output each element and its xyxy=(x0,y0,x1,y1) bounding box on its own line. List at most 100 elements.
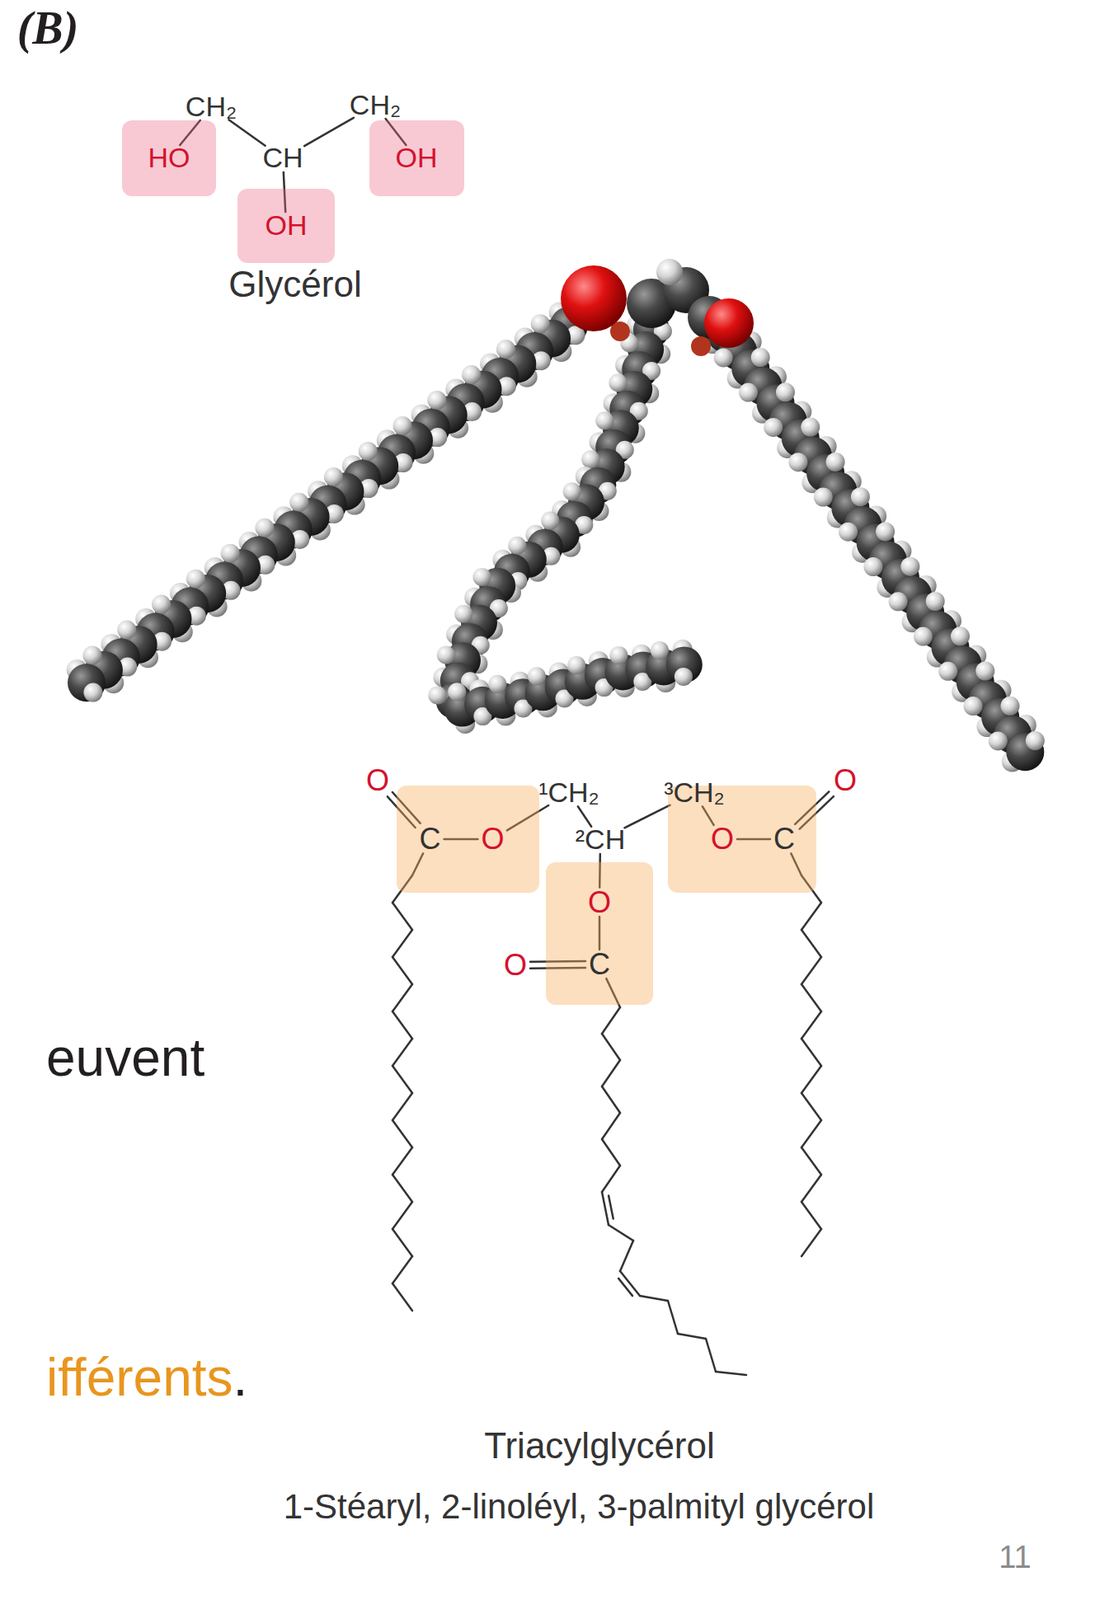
hydrogen-atom xyxy=(358,441,378,461)
bond-line xyxy=(392,1229,413,1257)
bond-line xyxy=(392,1066,413,1094)
atom-symbol: O xyxy=(587,885,612,920)
hydrogen-atom xyxy=(775,382,795,402)
bond-line xyxy=(801,1147,822,1176)
atom-symbol: C xyxy=(419,822,442,856)
bond-line xyxy=(578,806,592,828)
hydrogen-atom xyxy=(751,347,771,367)
bond-line xyxy=(304,117,354,146)
molecule-caption: 1-Stéaryl, 2-linoléyl, 3-palmityl glycér… xyxy=(283,1487,875,1528)
atom-symbol: O xyxy=(710,822,734,856)
bond-line xyxy=(801,1175,822,1203)
bond-line xyxy=(801,1066,822,1094)
punctuation: . xyxy=(233,1348,249,1410)
hydrogen-atom xyxy=(656,258,683,286)
double-bond-line xyxy=(618,1278,633,1297)
bond-line xyxy=(392,1202,413,1230)
atom-symbol: HO xyxy=(148,141,191,174)
oxygen-atom xyxy=(560,265,627,332)
hydrogen-atom xyxy=(563,482,582,501)
hydrogen-atom xyxy=(975,662,995,682)
hydrogen-atom xyxy=(938,662,958,682)
slide-text: euvent xyxy=(46,1028,205,1090)
hydrogen-atom xyxy=(826,452,846,472)
hydrogen-atom xyxy=(581,450,600,469)
hydrogen-atom xyxy=(850,487,870,507)
bond-line xyxy=(601,1192,609,1226)
bond-line xyxy=(601,1086,621,1114)
bond-line xyxy=(392,1120,413,1148)
panel-letter: (B) xyxy=(17,1,80,55)
hydrogen-atom xyxy=(650,641,669,660)
atom-group: CH xyxy=(262,141,303,174)
bond-line xyxy=(801,902,822,931)
molecule-name: Triacylglycérol xyxy=(484,1425,715,1468)
atom-symbol: O xyxy=(366,763,390,798)
hydrogen-atom xyxy=(674,667,693,687)
hydroxyl-box: OH xyxy=(369,120,465,197)
hydrogen-atom xyxy=(447,682,466,701)
hydrogen-atom xyxy=(609,646,628,665)
atom-group: CH₂ xyxy=(185,90,237,123)
hydrogen-atom xyxy=(186,569,206,589)
atom-symbol: C xyxy=(588,947,611,982)
hydrogen-atom xyxy=(608,373,627,392)
hydrogen-atom xyxy=(838,522,858,542)
bond-line xyxy=(392,1038,413,1067)
bond-line xyxy=(677,1334,706,1340)
bond-line xyxy=(639,1296,668,1302)
hydrogen-atom xyxy=(1001,696,1021,716)
oxygen-patch xyxy=(691,336,711,357)
hydrogen-atom xyxy=(763,418,783,438)
bond-line xyxy=(801,1229,822,1257)
bond-line xyxy=(801,1093,822,1121)
hydroxyl-box: OH xyxy=(237,188,335,264)
hydrogen-atom xyxy=(427,686,447,705)
atom-symbol: OH xyxy=(265,209,308,242)
bond-line xyxy=(801,1202,822,1230)
molecule-name: Glycérol xyxy=(228,263,362,306)
hydrogen-atom xyxy=(900,557,920,577)
bond-line xyxy=(620,1241,634,1272)
oxygen-atom xyxy=(704,298,754,348)
hydrogen-atom xyxy=(289,493,309,513)
hydrogen-atom xyxy=(963,696,983,716)
bond-line xyxy=(601,1139,621,1166)
bond-line xyxy=(608,1225,634,1242)
hydrogen-atom xyxy=(738,383,758,403)
bond-line xyxy=(392,902,413,931)
bond-line xyxy=(392,1011,413,1039)
hydrogen-atom xyxy=(789,452,809,472)
hydrogen-atom xyxy=(531,314,550,334)
atom-group: ²CH xyxy=(575,823,626,856)
hydrogen-atom xyxy=(527,667,546,686)
hydrogen-atom xyxy=(863,557,883,577)
page-number: 11 xyxy=(998,1540,1031,1577)
bond-line xyxy=(392,1283,413,1312)
hydrogen-atom xyxy=(926,592,945,612)
bond-line xyxy=(801,1011,822,1039)
hydrogen-atom xyxy=(254,518,274,538)
hydrogen-atom xyxy=(800,418,820,438)
bond-line xyxy=(392,1093,413,1121)
hydrogen-atom xyxy=(488,675,507,694)
ester-box: OC xyxy=(545,862,654,1006)
hydrogen-atom xyxy=(454,605,473,624)
atom-group: CH₂ xyxy=(349,89,401,122)
bond-line xyxy=(601,1034,621,1061)
bond-line xyxy=(392,957,413,985)
hydrogen-atom xyxy=(888,592,908,612)
hydrogen-atom xyxy=(950,626,970,646)
hydrogen-atom xyxy=(507,536,527,555)
hydrogen-atom xyxy=(875,521,895,541)
hydrogen-atom xyxy=(714,347,734,367)
hydrogen-atom xyxy=(567,656,586,675)
bond-line xyxy=(801,957,822,985)
atom-group: ¹CH₂ xyxy=(538,776,600,809)
bond-line xyxy=(624,805,670,829)
bond-line xyxy=(601,1113,621,1140)
hydrogen-atom xyxy=(324,467,344,487)
bond-line xyxy=(392,930,413,958)
atom-symbol: O xyxy=(503,948,527,983)
